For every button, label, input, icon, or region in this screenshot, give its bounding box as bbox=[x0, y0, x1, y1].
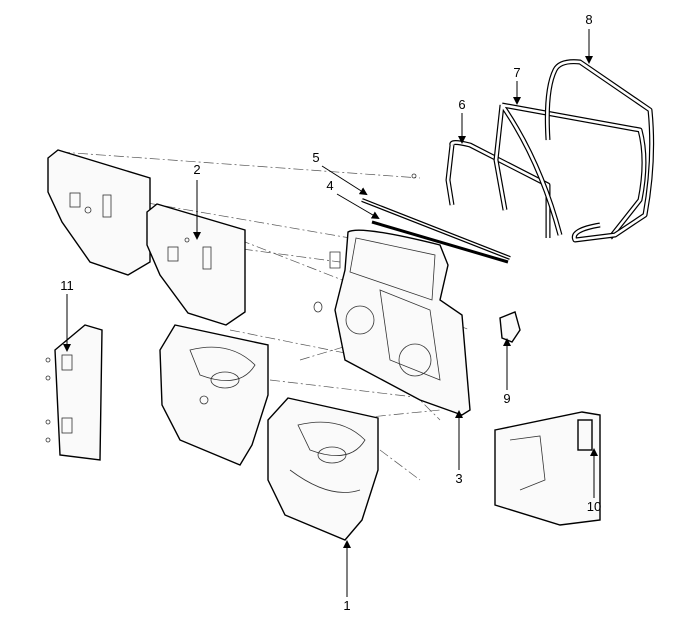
callout-11: 11 bbox=[60, 278, 74, 293]
door-inner-panel bbox=[313, 229, 471, 416]
callout-10: 10 bbox=[586, 499, 602, 514]
leader-arrows bbox=[63, 29, 598, 597]
door-trim-insulation-pad bbox=[146, 203, 246, 326]
callout-2: 2 bbox=[193, 162, 201, 177]
callout-8: 8 bbox=[585, 12, 593, 27]
belt-weatherstrips bbox=[361, 173, 511, 264]
door-hinge-detail-view bbox=[45, 324, 103, 461]
door-seals bbox=[445, 59, 655, 243]
door-trim-front bbox=[267, 397, 379, 541]
door-trim-rear bbox=[159, 324, 269, 466]
callout-6: 6 bbox=[458, 97, 466, 112]
callout-9: 9 bbox=[503, 391, 511, 406]
callout-1: 1 bbox=[343, 598, 351, 613]
callout-7: 7 bbox=[513, 65, 521, 80]
door-detail-view bbox=[494, 411, 601, 526]
callout-3: 3 bbox=[455, 471, 463, 486]
door-trim-insulation-pad-rear bbox=[47, 149, 151, 276]
hinge-bracket bbox=[499, 311, 521, 343]
callout-4: 4 bbox=[326, 178, 334, 193]
callout-5: 5 bbox=[312, 150, 320, 165]
